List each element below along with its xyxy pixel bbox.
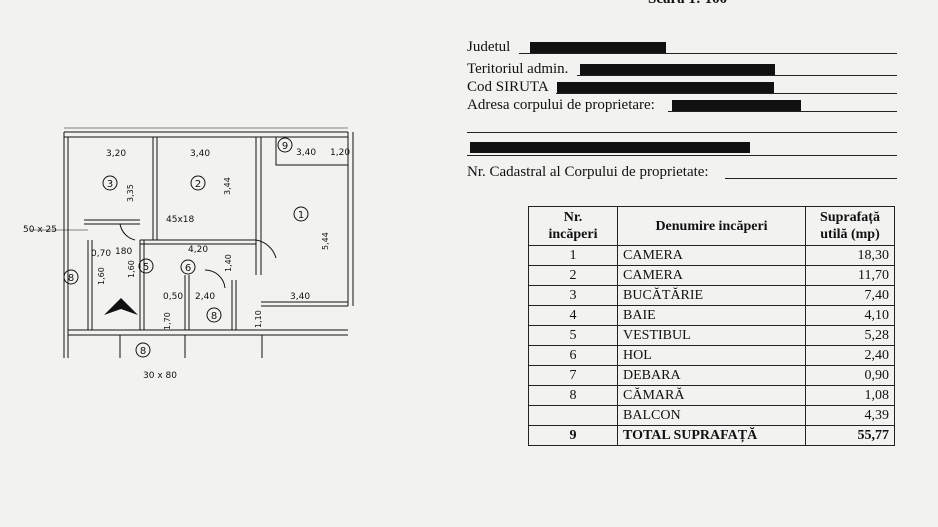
- row-name: CĂMARĂ: [617, 385, 806, 406]
- adresa-line: [668, 111, 897, 112]
- dim-label: 3,40: [290, 292, 310, 302]
- row-nr: [528, 405, 618, 426]
- adresa-line-3: [467, 155, 897, 156]
- adresa-label: Adresa corpului de proprietare:: [467, 97, 655, 113]
- row-area: 11,70: [805, 265, 895, 286]
- row-nr: 4: [528, 305, 618, 326]
- entrance-arrow-icon: [104, 298, 138, 315]
- dim-label: 4,20: [188, 245, 208, 255]
- dim-label: 5,44: [321, 232, 330, 250]
- room-number-1: 1: [298, 210, 304, 221]
- teritoriu-line: [577, 75, 897, 76]
- total-nr: 9: [528, 425, 618, 446]
- dim-label: 3,40: [296, 148, 316, 158]
- judet-line: [519, 53, 897, 54]
- row-area: 4,10: [805, 305, 895, 326]
- row-nr: 7: [528, 365, 618, 386]
- row-name: BALCON: [617, 405, 806, 426]
- row-nr: 1: [528, 245, 618, 266]
- row-nr: 6: [528, 345, 618, 366]
- scale-label: Scara 1: 100: [648, 0, 727, 8]
- dim-label: 45x18: [166, 215, 195, 225]
- cadastral-line: [725, 178, 897, 179]
- adresa-redaction-2: [470, 142, 750, 153]
- teritoriu-redaction: [580, 64, 775, 75]
- dim-label: 50 x 25: [23, 225, 57, 235]
- judet-redaction: [530, 42, 666, 53]
- adresa-redaction: [672, 100, 801, 111]
- floor-plan: 3 2 1 9 5 6 8 8 8 3,20 3,40 3,40 1,20 45…: [23, 127, 354, 381]
- dim-label: 1,60: [127, 260, 136, 278]
- row-name: VESTIBUL: [617, 325, 806, 346]
- room-number-3: 3: [107, 179, 113, 190]
- row-area: 1,08: [805, 385, 895, 406]
- dim-label: 30 x 80: [143, 371, 177, 381]
- room-number-8c: 8: [140, 346, 146, 357]
- dim-label: 0,50: [163, 292, 183, 302]
- row-area: 0,90: [805, 365, 895, 386]
- total-area: 55,77: [805, 425, 895, 446]
- dim-label: 3,20: [106, 149, 126, 159]
- row-area: 7,40: [805, 285, 895, 306]
- row-name: DEBARA: [617, 365, 806, 386]
- row-name: CAMERA: [617, 265, 806, 286]
- dim-label: 3,44: [223, 177, 232, 195]
- room-number-9: 9: [282, 141, 288, 152]
- dim-label: 1,20: [330, 148, 350, 158]
- header-area: Suprafață utilă (mp): [805, 206, 895, 246]
- header-nr-line2: incăperi: [548, 227, 598, 242]
- room-number-2: 2: [195, 179, 201, 190]
- dim-label: 1,10: [254, 310, 263, 328]
- siruta-line: [556, 93, 897, 94]
- header-area-line1: Suprafață: [820, 210, 880, 225]
- row-area: 2,40: [805, 345, 895, 366]
- row-nr: 2: [528, 265, 618, 286]
- room-number-6: 6: [185, 263, 191, 274]
- dim-label: 0,70: [91, 249, 111, 259]
- header-nr: Nr. incăperi: [528, 206, 618, 246]
- row-name: CAMERA: [617, 245, 806, 266]
- cadastral-label: Nr. Cadastral al Corpului de proprietate…: [467, 164, 709, 180]
- dim-label: 180: [115, 247, 132, 257]
- header-nr-line1: Nr.: [563, 210, 583, 225]
- rooms-table: Nr. incăperi Denumire incăperi Suprafață…: [528, 206, 895, 446]
- dim-label: 1,60: [97, 267, 106, 285]
- room-number-8b: 8: [68, 273, 74, 284]
- judet-label: Judetul: [467, 39, 511, 55]
- row-nr: 3: [528, 285, 618, 306]
- row-area: 18,30: [805, 245, 895, 266]
- row-nr: 5: [528, 325, 618, 346]
- dim-label: 1,40: [224, 254, 233, 272]
- dim-label: 3,35: [126, 184, 135, 202]
- row-area: 4,39: [805, 405, 895, 426]
- dim-label: 2,40: [195, 292, 215, 302]
- row-area: 5,28: [805, 325, 895, 346]
- row-name: BAIE: [617, 305, 806, 326]
- dim-label: 3,40: [190, 149, 210, 159]
- room-number-8a: 8: [211, 311, 217, 322]
- room-number-5: 5: [143, 262, 149, 273]
- siruta-redaction: [557, 82, 774, 93]
- adresa-line-2: [467, 132, 897, 133]
- row-name: BUCĂTĂRIE: [617, 285, 806, 306]
- siruta-label: Cod SIRUTA: [467, 79, 549, 95]
- dim-label: 1,70: [163, 312, 172, 330]
- row-nr: 8: [528, 385, 618, 406]
- header-area-line2: utilă (mp): [820, 227, 880, 242]
- row-name: HOL: [617, 345, 806, 366]
- total-name: TOTAL SUPRAFAȚĂ: [617, 425, 806, 446]
- header-name: Denumire incăperi: [617, 206, 806, 246]
- table-header-row: Nr. incăperi Denumire incăperi Suprafață…: [528, 206, 895, 246]
- teritoriu-label: Teritoriul admin.: [467, 61, 569, 77]
